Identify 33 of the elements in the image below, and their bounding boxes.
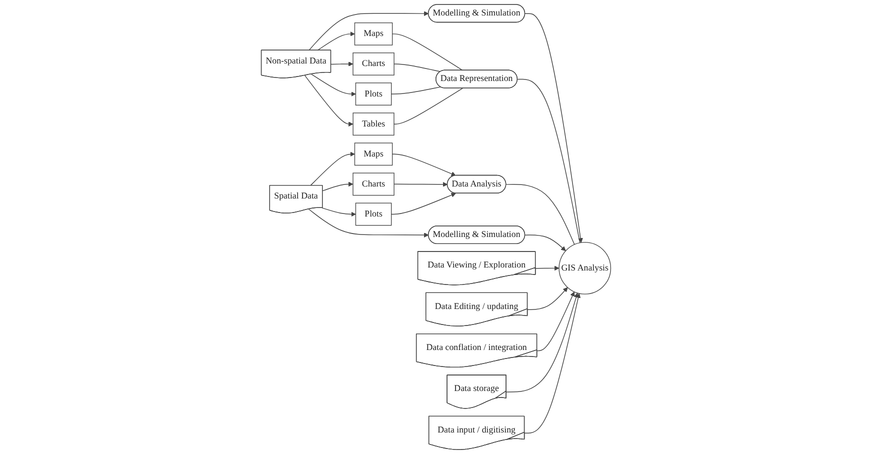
arrow	[394, 182, 448, 187]
arrow	[390, 192, 456, 215]
node-box: Plots	[355, 82, 392, 106]
arrow	[322, 182, 354, 192]
node-box: Charts	[352, 52, 394, 76]
arrow	[308, 11, 429, 51]
arrow	[330, 62, 354, 66]
arrow	[524, 234, 566, 252]
connector	[394, 64, 441, 72]
arrow	[311, 74, 356, 96]
arrow	[535, 266, 560, 271]
arrow	[317, 32, 355, 51]
arrow	[536, 292, 575, 352]
arrow	[308, 208, 429, 238]
arrow	[524, 293, 581, 434]
arrow	[304, 75, 354, 127]
node-box: Tables	[352, 112, 394, 136]
node-box: Maps	[354, 22, 393, 46]
arrow	[506, 292, 579, 392]
connector	[390, 86, 441, 94]
connector	[517, 78, 580, 244]
connector	[392, 34, 464, 71]
arrow	[392, 154, 456, 176]
arrow	[322, 208, 356, 217]
arrow	[527, 287, 568, 310]
connector	[394, 88, 464, 124]
node-circle: GIS Analysis	[558, 242, 612, 294]
arrow	[524, 13, 583, 243]
node-box: Maps	[354, 142, 393, 166]
arrow	[310, 152, 355, 186]
node-box: Charts	[352, 172, 394, 196]
node-box: Plots	[355, 202, 392, 226]
connector	[506, 184, 575, 245]
